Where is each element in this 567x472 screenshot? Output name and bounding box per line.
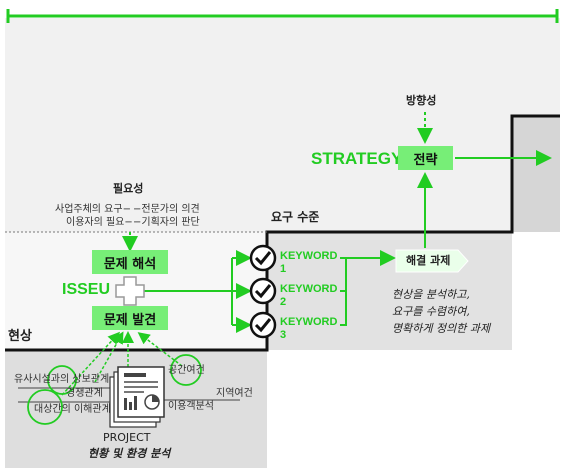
document-stack-icon [109, 366, 165, 428]
needs-right-1: −전문가의 의견 [133, 204, 200, 215]
factor-user-analysis: 이용객분석 [168, 401, 214, 412]
solution-desc-2: 요구를 수렴하여, [392, 305, 470, 318]
plus-icon [115, 276, 145, 306]
solution-desc-3: 명확하게 정의한 과제 [392, 322, 491, 335]
highlight-circle-space [170, 354, 202, 386]
keyword-2-check-icon [249, 277, 277, 305]
stage-requirement-label: 요구 수준 [271, 210, 320, 224]
factor-stakeholders: 대상간의 이해관계 [34, 404, 111, 415]
needs-left-1: 사업주체의 요구− [55, 204, 131, 215]
factor-space: 공간여건 [168, 365, 205, 376]
keyword-3-label: KEYWORD [280, 316, 338, 328]
factor-regional: 지역여건 [216, 388, 253, 399]
strategy-label: STRATEGY [311, 149, 403, 168]
issue-label: ISSEU [62, 281, 111, 298]
solution-task-label: 해결 과제 [406, 254, 451, 267]
highlight-circle-competition [47, 365, 77, 395]
project-title: PROJECT [103, 431, 151, 444]
problem-analysis-box: 문제 해석 [92, 250, 168, 274]
factor-similar-facilities: 유사시설과의 상보관계 [14, 374, 110, 385]
needs-left-2: 이용자의 필요− [66, 217, 133, 228]
bg-strategy-step [512, 116, 560, 232]
highlight-circle-stakeholders [27, 389, 63, 425]
strategy-box: 전략 [398, 146, 453, 170]
direction-label: 방향성 [406, 94, 437, 107]
keyword-2-label: KEYWORD [280, 283, 338, 295]
problem-discovery-box: 문제 발견 [92, 306, 168, 330]
keyword-1-check-icon [249, 244, 277, 272]
keyword-3-check-icon [249, 311, 277, 339]
solution-task-tag [395, 249, 469, 273]
project-subtitle: 현황 및 환경 분석 [88, 447, 171, 460]
necessity-label: 필요성 [113, 182, 144, 195]
keyword-1-num: 1 [280, 263, 287, 275]
factor-competition: 경쟁관계 [66, 388, 103, 399]
keyword-3-num: 3 [280, 329, 287, 341]
keyword-1-label: KEYWORD [280, 250, 338, 262]
solution-desc-1: 현상을 분석하고, [392, 288, 470, 301]
keyword-2-num: 2 [280, 296, 287, 308]
bg-top-band [5, 18, 560, 232]
needs-right-2: −기획자의 판단 [133, 217, 200, 228]
stage-current-label: 현상 [8, 329, 32, 344]
staircase-outline [5, 114, 560, 352]
